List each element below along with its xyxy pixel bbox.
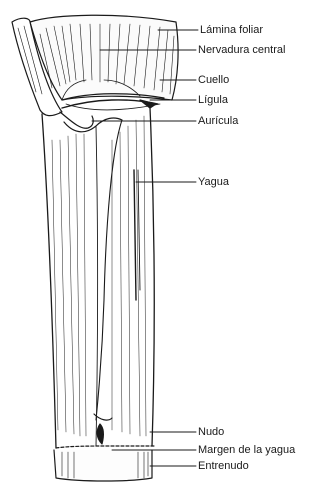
label-margen-yagua: Margen de la yagua [198, 444, 295, 456]
label-entrenudo: Entrenudo [198, 460, 249, 472]
sheath [42, 108, 154, 448]
label-ligula: Lígula [198, 94, 228, 106]
label-cuello: Cuello [198, 74, 229, 86]
leaf-blade [30, 15, 178, 100]
sheath-margin-line [56, 446, 154, 448]
label-lamina-foliar: Lámina foliar [200, 24, 263, 36]
label-yagua: Yagua [198, 176, 229, 188]
label-auricula: Aurícula [198, 115, 238, 127]
internode [54, 450, 152, 481]
label-nudo: Nudo [198, 426, 224, 438]
auricle [60, 112, 122, 132]
label-nervadura-central: Nervadura central [198, 44, 285, 56]
